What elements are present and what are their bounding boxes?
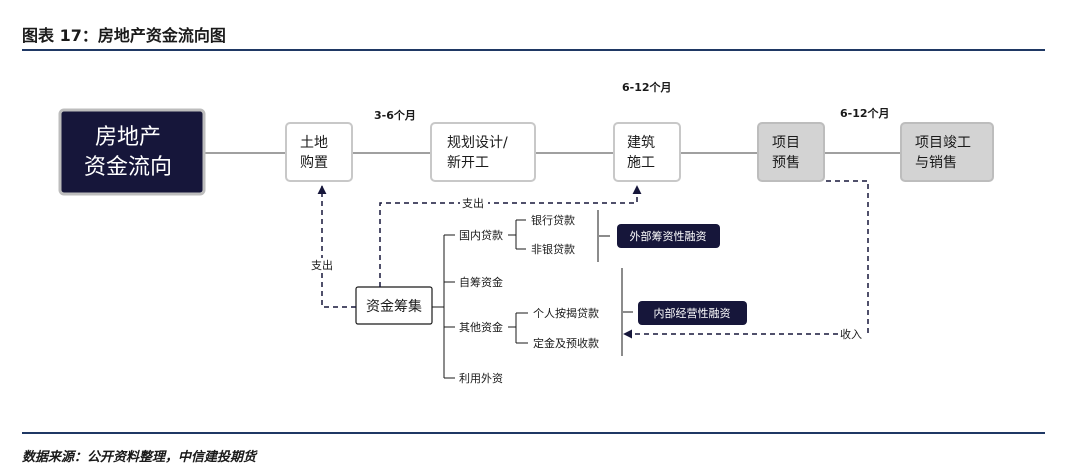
stage-planning-line1: 规划设计/ (447, 135, 508, 151)
stage-completion-line1: 项目竣工 (915, 135, 971, 151)
bottom-rule (22, 432, 1045, 434)
external-financing-label: 外部筹资性融资 (630, 229, 707, 243)
stage-construction-line2: 施工 (627, 155, 655, 171)
category-other-funds: 其他资金 (459, 320, 503, 334)
category-foreign-capital: 利用外资 (459, 372, 503, 385)
subitem-deposits-prepayments: 定金及预收款 (533, 336, 599, 350)
stage-presale-line1: 项目 (772, 135, 800, 151)
top-rule (22, 49, 1045, 51)
main-node-line2: 资金流向 (84, 155, 172, 180)
funding-node: 资金筹集 (355, 286, 433, 325)
figure-title: 图表 17：房地产资金流向图 (22, 26, 226, 45)
stage-planning: 规划设计/ 新开工 (430, 122, 536, 182)
stage-construction: 建筑 施工 (613, 122, 681, 182)
funding-label: 资金筹集 (366, 298, 422, 315)
stage-presale-line2: 预售 (772, 155, 800, 171)
stage-presale: 项目 预售 (757, 122, 825, 182)
stage-completion: 项目竣工 与销售 (900, 122, 994, 182)
expense-top-label: 支出 (462, 196, 484, 210)
subitem-bank-loans: 银行贷款 (531, 213, 575, 227)
duration-planning: 3-6个月 (374, 108, 416, 122)
internal-financing-pill: 内部经营性融资 (638, 301, 747, 325)
internal-financing-label: 内部经营性融资 (654, 306, 731, 320)
duration-construction: 6-12个月 (622, 80, 672, 94)
income-label: 收入 (840, 327, 862, 341)
figure-source: 数据来源：公开资料整理，中信建投期货 (22, 450, 257, 465)
category-self-raised: 自筹资金 (459, 275, 503, 289)
subitem-mortgage-loans: 个人按揭贷款 (533, 306, 599, 320)
subitem-nonbank-loans: 非银贷款 (531, 242, 575, 256)
income-flow (623, 180, 869, 339)
main-node: 房地产 资金流向 (58, 108, 206, 196)
expense-flow-left (317, 185, 356, 308)
stage-land-line1: 土地 (300, 135, 328, 151)
stage-land: 土地 购置 (285, 122, 353, 182)
main-node-line1: 房地产 (95, 125, 161, 150)
expense-left-label: 支出 (311, 258, 333, 272)
duration-presale: 6-12个月 (840, 106, 890, 120)
stage-completion-line2: 与销售 (915, 155, 957, 171)
stage-construction-line1: 建筑 (627, 135, 655, 151)
category-domestic-loans: 国内贷款 (459, 228, 503, 242)
stage-planning-line2: 新开工 (447, 155, 489, 171)
stage-land-line2: 购置 (300, 155, 328, 171)
external-financing-pill: 外部筹资性融资 (617, 224, 720, 248)
